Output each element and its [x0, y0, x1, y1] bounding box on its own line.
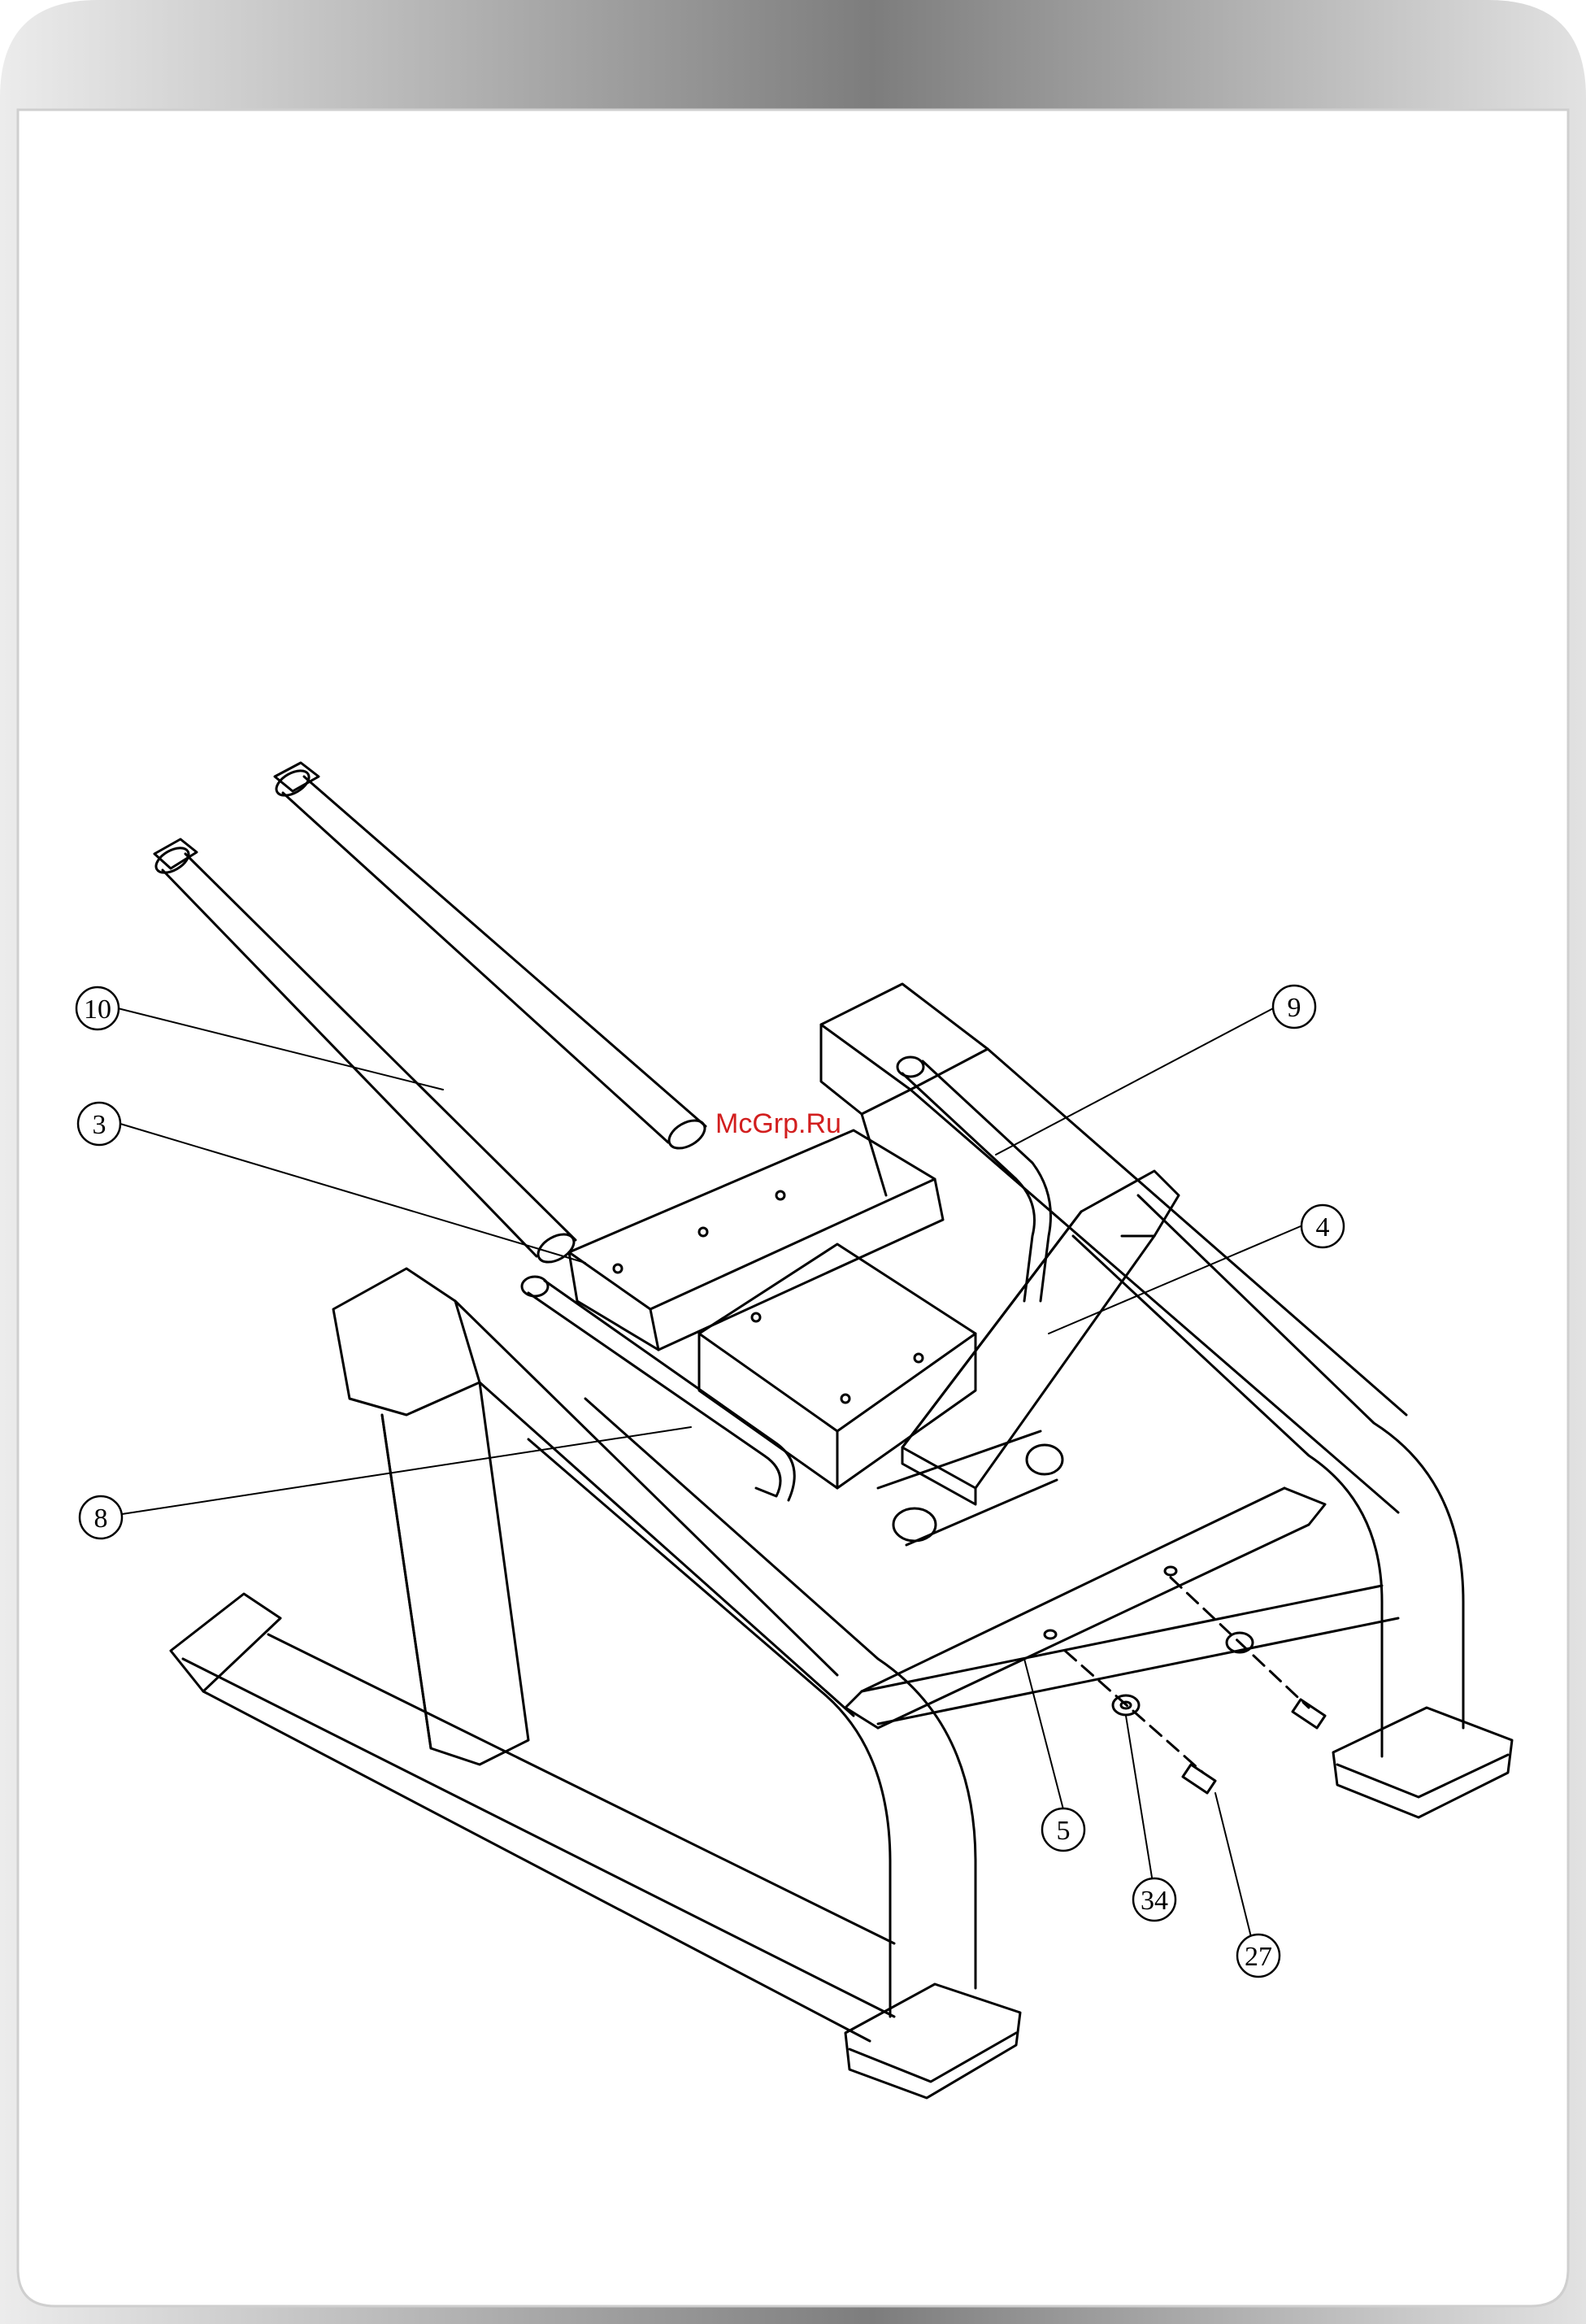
callout-9-label: 9: [1288, 993, 1301, 1023]
right-rod: [272, 763, 710, 1154]
carriage-plate: [569, 1130, 943, 1350]
callout-27: 27: [1237, 1934, 1280, 1977]
callout-3-label: 3: [93, 1110, 106, 1140]
callout-5: 5: [1042, 1808, 1084, 1851]
callout-8: 8: [80, 1496, 122, 1538]
callout-34-label: 34: [1141, 1886, 1168, 1916]
leader-lines: [118, 1007, 1301, 1940]
callout-4: 4: [1301, 1205, 1344, 1247]
callout-10: 10: [76, 987, 119, 1029]
callout-9: 9: [1273, 986, 1315, 1028]
callout-4-label: 4: [1316, 1212, 1330, 1243]
callout-8-label: 8: [94, 1504, 108, 1534]
callout-34: 34: [1133, 1878, 1175, 1921]
left-rod: [152, 839, 579, 1268]
handle-left: [522, 1277, 794, 1500]
upper-plate-rear: [821, 984, 1406, 1512]
callout-27-label: 27: [1245, 1942, 1272, 1972]
handle-right: [897, 1057, 1051, 1301]
callouts: 10 3 8 9 4 5 34 27: [76, 986, 1344, 1977]
foot-plate: [699, 1244, 975, 1488]
callout-10-label: 10: [84, 994, 111, 1025]
callout-3: 3: [78, 1103, 120, 1145]
hardware: [1065, 1578, 1325, 1793]
pivot-arm: [902, 1171, 1179, 1504]
watermark-text: McGrp.Ru: [715, 1108, 841, 1139]
callout-5-label: 5: [1057, 1816, 1071, 1846]
